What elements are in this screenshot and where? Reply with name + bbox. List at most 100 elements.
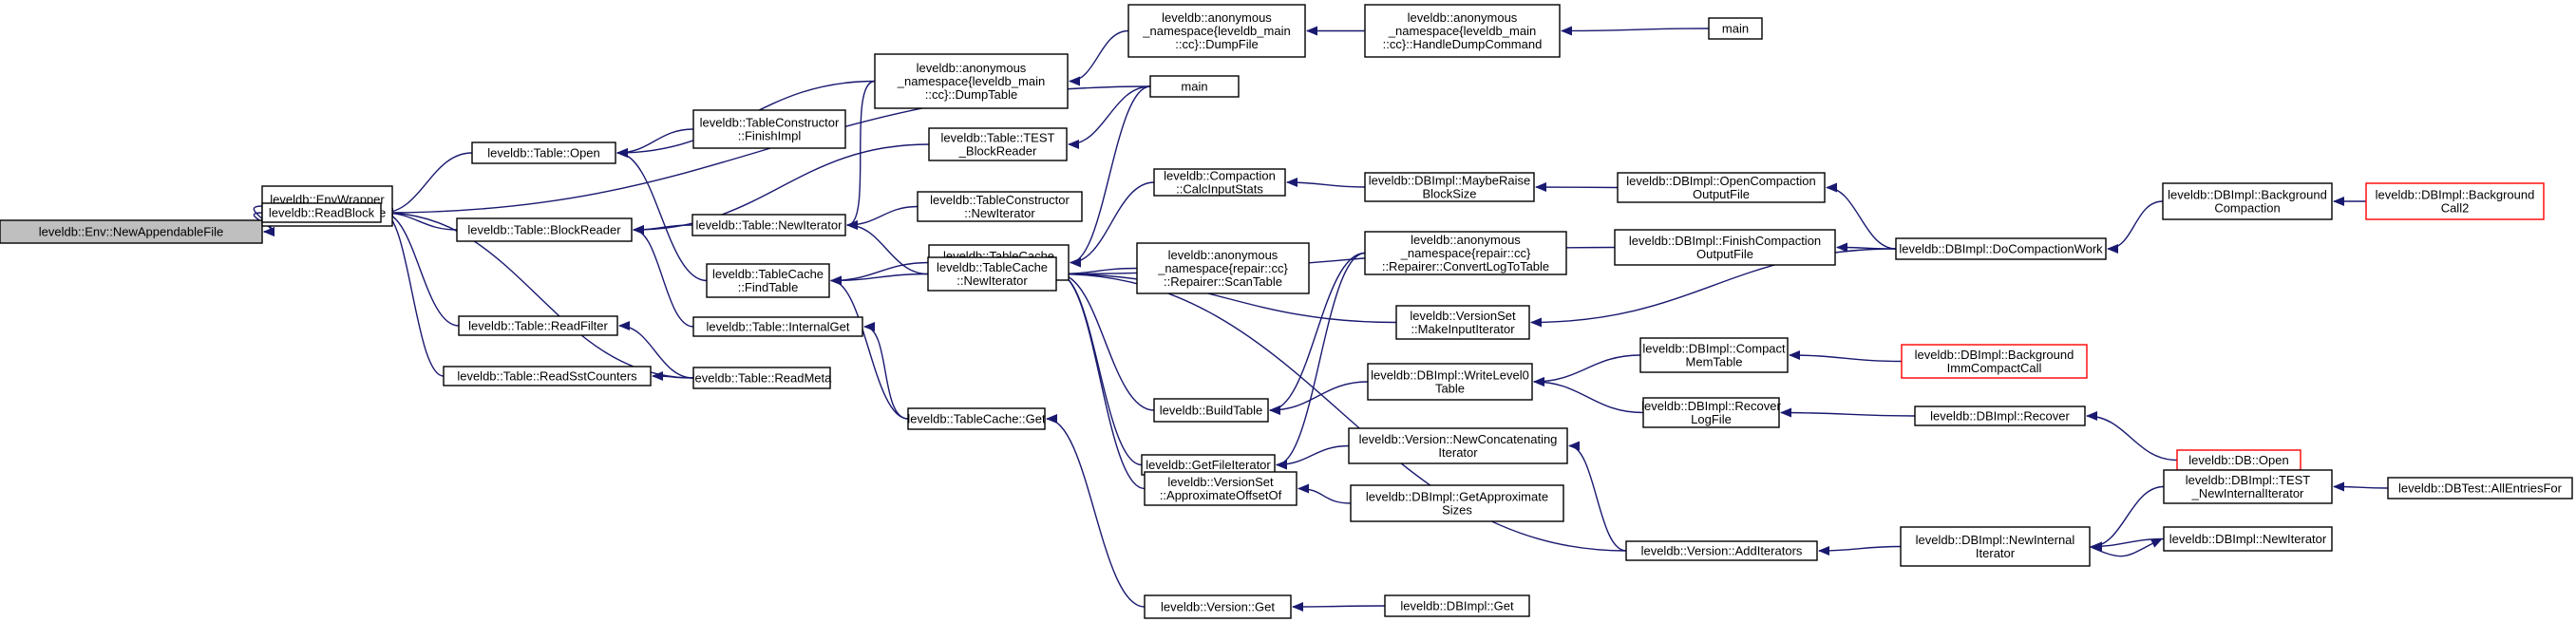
node-dumpfile[interactable]: leveldb::anonymous_namespace{leveldb_mai… [1127,4,1306,58]
node-label: leveldb::DBImpl::Background [2376,188,2535,202]
node-recover[interactable]: leveldb::DBImpl::Recover [1914,405,2086,426]
node-findtable[interactable]: leveldb::TableCache::FindTable [706,263,830,298]
node-docompaction[interactable]: leveldb::DBImpl::DoCompactionWork [1895,237,2107,260]
node-readsst[interactable]: leveldb::Table::ReadSstCounters [443,366,652,386]
node-internalget[interactable]: leveldb::Table::InternalGet [692,316,863,337]
node-readfilter[interactable]: leveldb::Table::ReadFilter [458,315,618,336]
node-dbopen[interactable]: leveldb::DB::Open [2176,449,2301,471]
call-edge [830,275,909,420]
call-edge [846,220,929,275]
node-additer[interactable]: leveldb::Version::AddIterators [1625,540,1818,561]
call-edge [1269,381,1369,415]
node-label: _namespace{repair::cc} [1157,261,1288,275]
node-main2[interactable]: main [1708,17,1763,40]
node-box [927,256,1057,292]
node-scantable[interactable]: leveldb::anonymous_namespace{repair::cc}… [1136,242,1310,294]
node-newconcat[interactable]: leveldb::Version::NewConcatenatingIterat… [1348,427,1568,464]
node-calcinput[interactable]: leveldb::Compaction::CalcInputStats [1153,168,1286,197]
node-box [1367,363,1533,401]
node-label: _NewInternalIterator [2191,486,2304,500]
node-box [1895,237,2107,260]
node-label: Compaction [2214,201,2280,216]
node-label: ::Repairer::ScanTable [1164,274,1282,289]
node-label: leveldb::VersionSet [1410,309,1516,323]
node-label: leveldb::anonymous [1162,10,1272,25]
call-edge [1057,269,1155,411]
node-label: OutputFile [1693,187,1750,201]
call-edge [1780,407,1916,418]
call-edge [1070,85,1151,268]
node-dbimplnewiter[interactable]: leveldb::DBImpl::NewIterator [2163,526,2333,552]
node-finishcomp[interactable]: leveldb::DBImpl::FinishCompactionOutputF… [1614,229,1836,266]
node-label: leveldb::DBImpl::WriteLevel0 [1371,368,1529,383]
node-blockreader[interactable]: leveldb::Table::BlockReader [456,217,633,242]
node-dumptable[interactable]: leveldb::anonymous_namespace{leveldb_mai… [874,53,1069,109]
node-label: ::Repairer::ConvertLogToTable [1382,259,1549,273]
call-edge [2333,481,2389,492]
node-handledump[interactable]: leveldb::anonymous_namespace{leveldb_mai… [1364,4,1561,58]
node-label: ::cc}::HandleDumpCommand [1383,37,1543,51]
node-opencomp[interactable]: leveldb::DBImpl::OpenCompactionOutputFil… [1617,172,1826,203]
node-box [1153,168,1286,197]
node-label: leveldb::Table::BlockReader [467,223,621,237]
call-edge [1057,269,1146,490]
node-label: leveldb::DBImpl::NewInternal [1916,533,2075,547]
node-box [1348,427,1568,464]
call-edge [1069,29,1129,86]
node-box [1364,4,1561,58]
node-allentries[interactable]: leveldb::DBTest::AllEntriesFor [2387,477,2573,499]
node-finishimpl[interactable]: leveldb::TableConstructor::FinishImpl [692,109,846,149]
node-label: leveldb::DBImpl::Background [1915,348,2074,362]
node-getfileiter[interactable]: leveldb::GetFileIterator [1141,454,1276,476]
node-label: leveldb::Table::ReadFilter [468,319,608,333]
node-versionget[interactable]: leveldb::Version::Get [1144,594,1292,619]
node-buildtable[interactable]: leveldb::BuildTable [1153,398,1269,423]
call-edge [1789,350,1903,363]
node-box [692,316,863,337]
node-label: ::FindTable [738,280,799,294]
node-box [1149,75,1240,98]
call-edge [1533,354,1641,386]
node-newiterator[interactable]: leveldb::Table::NewIterator [691,214,846,236]
node-approxoffset[interactable]: leveldb::VersionSet::ApproximateOffsetOf [1144,471,1297,506]
node-testnewinternal[interactable]: leveldb::DBImpl::TEST_NewInternalIterato… [2163,469,2333,504]
node-readmeta[interactable]: leveldb::Table::ReadMeta [692,367,832,389]
node-tableopen[interactable]: leveldb::Table::Open [471,141,616,164]
node-readblock[interactable]: leveldb::ReadBlock [261,202,382,223]
node-label: leveldb::Version::NewConcatenating [1359,432,1558,446]
node-label: BlockSize [1422,187,1476,201]
node-label: ::NewIterator [957,273,1028,288]
call-edge [652,371,694,382]
node-label: leveldb::Table::Open [487,146,600,160]
node-box [1625,540,1818,561]
node-tablecachenewiter[interactable]: leveldb::TableCache::NewIterator [927,256,1057,292]
node-newinternal[interactable]: leveldb::DBImpl::NewInternalIterator [1900,526,2091,567]
node-makeinput[interactable]: leveldb::VersionSet::MakeInputIterator [1395,305,1530,340]
node-bgimm[interactable]: leveldb::DBImpl::BackgroundImmCompactCal… [1901,344,2088,379]
node-main1[interactable]: main [1149,75,1240,98]
node-box [2163,526,2333,552]
node-box [1144,471,1297,506]
node-label: leveldb::BuildTable [1160,404,1262,418]
node-label: _namespace{leveldb_main [897,74,1045,88]
node-tcget[interactable]: leveldb::TableCache::Get [907,407,1046,430]
node-label: ImmCompactCall [1947,361,2042,375]
node-convertlog[interactable]: leveldb::anonymous_namespace{repair::cc}… [1364,231,1567,275]
node-label: leveldb::Table::TEST [941,131,1055,145]
node-testblockreader[interactable]: leveldb::Table::TEST_BlockReader [928,127,1068,161]
node-box [928,127,1068,161]
node-dbget[interactable]: leveldb::DBImpl::Get [1384,594,1530,617]
node-tcnewiter[interactable]: leveldb::TableConstructor::NewIterator [917,191,1083,222]
node-box [2365,182,2545,220]
call-edge [2107,200,2164,254]
node-root[interactable]: leveldb::Env::NewAppendableFile [0,219,263,244]
node-box [1901,344,2088,379]
